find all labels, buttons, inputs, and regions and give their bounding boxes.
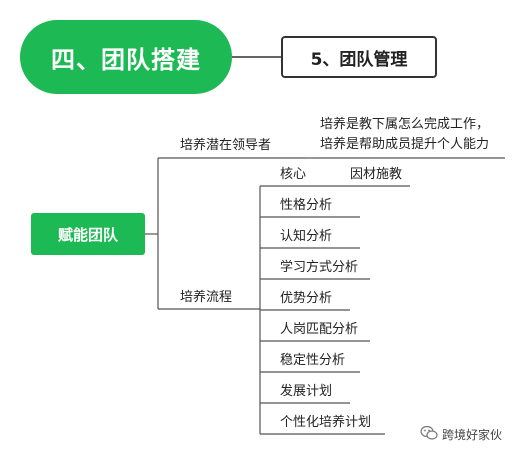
branch-leader-label: 培养潜在领导者 <box>180 138 272 153</box>
core-value: 因材施教 <box>350 167 403 182</box>
step-item: 发展计划 <box>280 384 333 399</box>
step-item: 优势分析 <box>280 291 333 306</box>
core-label: 核心 <box>280 167 307 182</box>
step-item: 个性化培养计划 <box>280 415 372 430</box>
wechat-icon <box>420 425 438 444</box>
leader-note-line2: 培养是帮助成员提升个人能力 <box>320 137 490 152</box>
watermark: 跨境好家伙 <box>420 425 502 444</box>
leader-note-line1: 培养是教下属怎么完成工作， <box>320 117 490 132</box>
step-item: 性格分析 <box>280 198 333 213</box>
main-title-pill: 四、团队搭建 <box>20 20 232 94</box>
section-title-box: 5、团队管理 <box>281 36 437 78</box>
step-item: 稳定性分析 <box>280 353 346 368</box>
step-item: 学习方式分析 <box>280 260 359 275</box>
step-item: 人岗匹配分析 <box>280 322 359 337</box>
step-item: 认知分析 <box>280 229 333 244</box>
root-node: 赋能团队 <box>31 213 145 255</box>
watermark-text: 跨境好家伙 <box>442 428 503 442</box>
branch-process-label: 培养流程 <box>180 290 233 305</box>
